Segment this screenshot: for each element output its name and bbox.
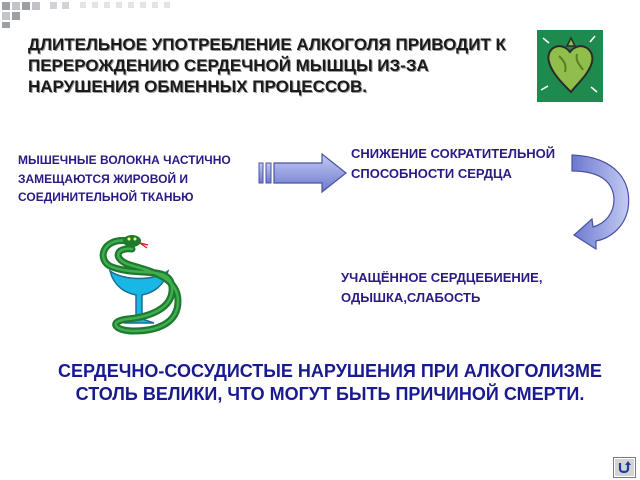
return-icon[interactable]	[613, 457, 636, 478]
conclusion-text: СЕРДЕЧНО-СОСУДИСТЫЕ НАРУШЕНИЯ ПРИ АЛКОГО…	[58, 361, 602, 404]
right-arrow-icon	[258, 152, 347, 194]
snake-bowl-icon	[99, 235, 182, 335]
decorative-squares	[2, 2, 170, 28]
contractility-text: СНИЖЕНИЕ СОКРАТИТЕЛЬНОЙ СПОСОБНОСТИ СЕРД…	[351, 146, 556, 181]
slide-headline: ДЛИТЕЛЬНОЕ УПОТРЕБЛЕНИЕ АЛКОГОЛЯ ПРИВОДИ…	[28, 35, 506, 96]
heart-icon	[537, 30, 603, 102]
curved-arrow-icon	[571, 154, 630, 251]
muscle-fibers-text: МЫШЕЧНЫЕ ВОЛОКНА ЧАСТИЧНО ЗАМЕЩАЮТСЯ ЖИР…	[18, 153, 231, 204]
symptoms-text: УЧАЩЁННОЕ СЕРДЦЕБИЕНИЕ, ОДЫШКА,СЛАБОСТЬ	[341, 270, 543, 305]
